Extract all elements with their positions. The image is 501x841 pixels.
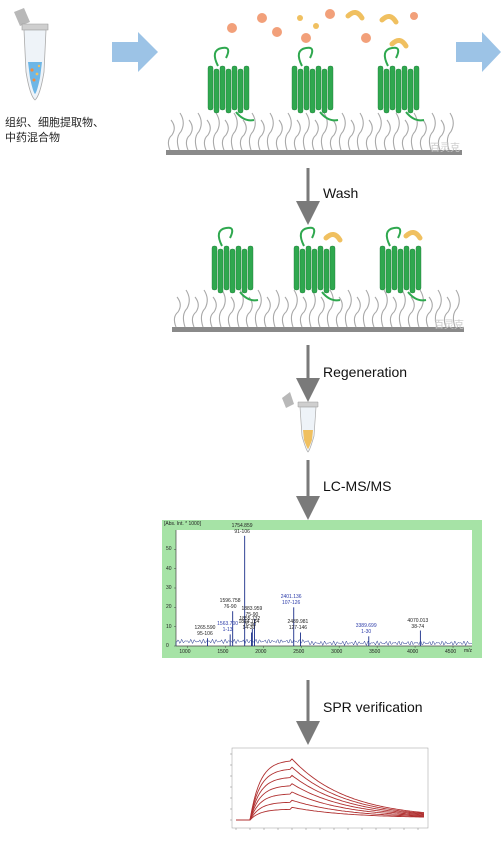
ms-y-tick-label: 50 xyxy=(166,546,172,553)
eluate-tube xyxy=(282,392,319,453)
ms-x-tick-label: 3000 xyxy=(331,649,343,655)
ms-y-tick-label: 20 xyxy=(166,604,172,611)
flow-arrow-right-2 xyxy=(456,32,501,72)
ms-x-tick-label: 4000 xyxy=(407,649,419,655)
bound-ligands xyxy=(323,230,423,243)
ms-y-tick-label: 30 xyxy=(166,585,172,591)
flow-arrow-right-1 xyxy=(112,32,158,72)
step-label-lcms: LC-MS/MS xyxy=(323,478,392,494)
ms-peak-label: 2489.981 127-146 xyxy=(287,619,309,632)
step-label-wash: Wash xyxy=(323,185,359,201)
ms-spectrum-panel xyxy=(162,520,482,658)
spr-curve xyxy=(236,783,425,821)
ms-peak-label: 1855.732 76-90 xyxy=(239,615,261,628)
step-label-regeneration: Regeneration xyxy=(323,364,408,380)
ms-x-tick-label: 4500 xyxy=(445,649,457,655)
spr-curve xyxy=(236,758,425,821)
ms-y-title: [Abs. Int. * 1000] xyxy=(164,521,201,527)
brand-watermark-1: 百灵克 xyxy=(430,143,460,154)
receptor-proteins-1 xyxy=(207,46,425,122)
ms-y-tick-label: 10 xyxy=(166,623,172,630)
spr-curve xyxy=(236,766,425,821)
receptor-proteins-2 xyxy=(211,226,427,302)
ms-y-tick-label: 40 xyxy=(166,565,172,572)
ms-y-tick-label: 0 xyxy=(166,643,169,649)
spr-curve xyxy=(236,791,424,821)
sample-label-line-1: 组织、细胞提取物、 xyxy=(5,117,104,129)
ms-x-tick-label: 2000 xyxy=(255,649,267,655)
ms-baseline-trace xyxy=(175,638,473,647)
surface-polymer-brush-2 xyxy=(173,289,460,328)
ligand-mixture xyxy=(227,9,418,49)
ms-x-tick-label: 2500 xyxy=(293,649,305,655)
surface-polymer-brush-1 xyxy=(167,112,454,151)
spr-curve xyxy=(236,806,424,821)
spr-curve xyxy=(236,799,425,821)
sensor-surface-2 xyxy=(172,327,464,332)
step-label-spr: SPR verification xyxy=(323,699,423,715)
sample-label-line-2: 中药混合物 xyxy=(5,132,60,144)
ms-peak-label: 1265.590 95-106 xyxy=(194,625,216,638)
sensor-surface-1 xyxy=(166,150,462,155)
ms-x-tick-label: 3500 xyxy=(369,649,381,655)
ms-x-unit: m/z xyxy=(464,648,473,654)
ms-peak-label: 1754.859 91-106 xyxy=(231,522,253,535)
ms-peak-label: 3389.699 1-30 xyxy=(355,623,377,636)
ms-peak-label: 1563.700 1-13 xyxy=(217,621,239,634)
ms-peak-label: 2401.136 107-126 xyxy=(280,594,302,607)
sample-tube xyxy=(14,8,49,101)
ms-peak-label: 1883.959 75-90 xyxy=(241,605,263,618)
spr-sensorgram xyxy=(230,747,429,830)
brand-watermark-2: 百灵克 xyxy=(434,320,464,331)
spr-curve xyxy=(236,774,425,821)
ms-x-tick-label: 1500 xyxy=(217,649,229,655)
ms-peak-label: 4070.013 38-74 xyxy=(407,617,429,630)
ms-peak-label: 1844.784 14-30 xyxy=(238,619,260,632)
sample-source-label: 组织、细胞提取物、 中药混合物 xyxy=(5,116,125,146)
ms-x-tick-label: 1000 xyxy=(179,649,191,655)
ms-peak-label: 1596.758 76-90 xyxy=(219,598,241,611)
